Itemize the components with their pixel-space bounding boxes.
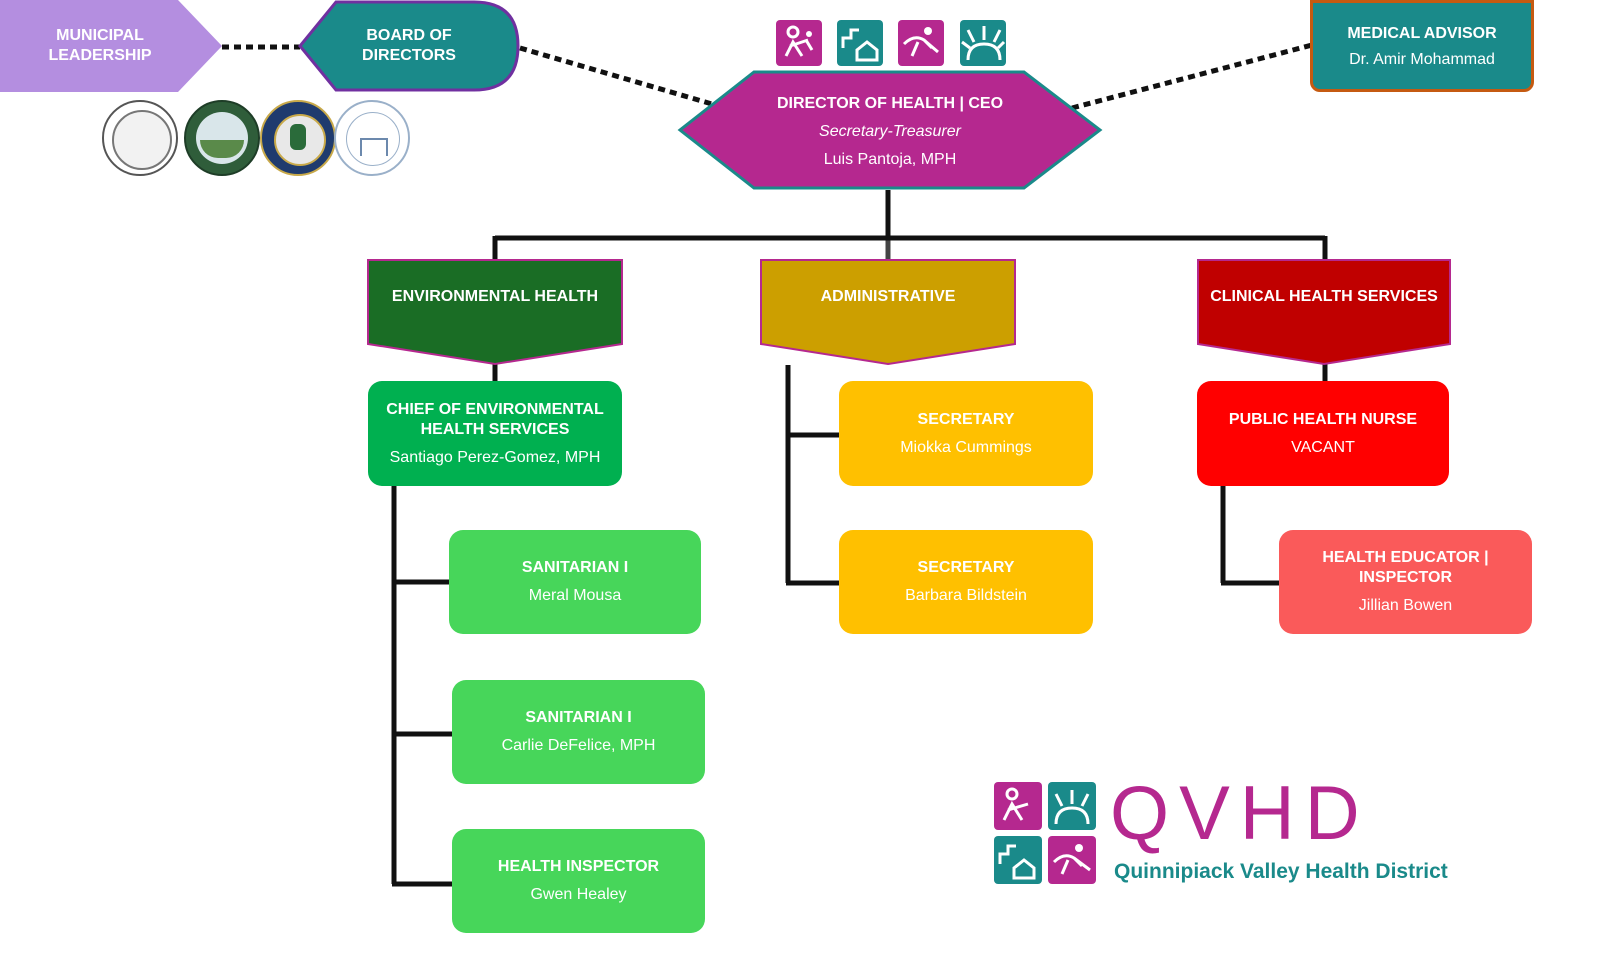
educator-line2: INSPECTOR bbox=[1358, 569, 1453, 586]
town-seal-bethany bbox=[102, 100, 178, 176]
dept-environmental-label: ENVIRONMENTAL HEALTH bbox=[391, 288, 599, 305]
runner-icon bbox=[898, 20, 944, 66]
secretary-1-title: SECRETARY bbox=[917, 410, 1015, 428]
medical-advisor-box: MEDICAL ADVISOR Dr. Amir Mohammad bbox=[1310, 0, 1534, 92]
family-icon bbox=[776, 20, 822, 66]
educator-name: Jillian Bowen bbox=[1358, 597, 1453, 614]
dept-clinical-label: CLINICAL HEALTH SERVICES bbox=[1210, 288, 1438, 305]
public-health-nurse-box: PUBLIC HEALTH NURSE VACANT bbox=[1197, 381, 1449, 486]
inspector-name: Gwen Healey bbox=[530, 886, 627, 903]
medical-title: MEDICAL ADVISOR bbox=[1347, 24, 1497, 42]
director-subtitle: Secretary-Treasurer bbox=[819, 123, 961, 140]
sanitarian-2-title: SANITARIAN I bbox=[525, 709, 632, 726]
sanitarian-1-title: SANITARIAN I bbox=[521, 559, 629, 576]
sanitarian-2-name: Carlie DeFelice, MPH bbox=[501, 737, 656, 754]
town-seal-north-haven bbox=[260, 100, 336, 176]
house-steps-icon bbox=[837, 20, 883, 66]
sunrise-icon bbox=[960, 20, 1006, 66]
dept-clinical-health-services: CLINICAL HEALTH SERVICES bbox=[1196, 258, 1452, 366]
logo-runner-icon bbox=[1048, 836, 1096, 884]
board-of-directors-box: BOARD OF DIRECTORS bbox=[296, 0, 522, 92]
board-line2: DIRECTORS bbox=[362, 47, 456, 64]
chief-name: Santiago Perez-Gomez, MPH bbox=[389, 448, 601, 466]
dept-environmental-health: ENVIRONMENTAL HEALTH bbox=[366, 258, 624, 366]
secretary-2-name: Barbara Bildstein bbox=[905, 587, 1027, 604]
sanitarian-2-box: SANITARIAN I Carlie DeFelice, MPH bbox=[452, 680, 705, 784]
secretary-1-name: Miokka Cummings bbox=[900, 438, 1032, 456]
logo-full-name: Quinnipiack Valley Health District bbox=[1114, 860, 1448, 883]
municipal-line1: MUNICIPAL bbox=[56, 27, 144, 44]
logo-family-icon bbox=[994, 782, 1042, 830]
medical-name: Dr. Amir Mohammad bbox=[1349, 50, 1495, 68]
sanitarian-1-box: SANITARIAN I Meral Mousa bbox=[449, 530, 701, 634]
health-educator-box: HEALTH EDUCATOR | INSPECTOR Jillian Bowe… bbox=[1279, 530, 1532, 634]
logo-sunrise-icon bbox=[1048, 782, 1096, 830]
logo-house-steps-icon bbox=[994, 836, 1042, 884]
director-title: DIRECTOR OF HEALTH | CEO bbox=[776, 95, 1004, 112]
nurse-title: PUBLIC HEALTH NURSE bbox=[1228, 410, 1418, 428]
educator-line1: HEALTH EDUCATOR | bbox=[1322, 549, 1489, 566]
chief-line2: HEALTH SERVICES bbox=[420, 420, 570, 438]
secretary-2-box: SECRETARY Barbara Bildstein bbox=[839, 530, 1093, 634]
health-inspector-box: HEALTH INSPECTOR Gwen Healey bbox=[452, 829, 705, 933]
sanitarian-1-name: Meral Mousa bbox=[528, 587, 622, 604]
dept-administrative-label: ADMINISTRATIVE bbox=[820, 288, 956, 305]
inspector-title: HEALTH INSPECTOR bbox=[497, 858, 660, 875]
town-seal-wallingford bbox=[334, 100, 410, 176]
logo-acronym: QVHD bbox=[1110, 771, 1370, 856]
secretary-1-box: SECRETARY Miokka Cummings bbox=[839, 381, 1093, 486]
qvhd-logo: QVHD Quinnipiack Valley Health District bbox=[994, 776, 1464, 892]
secretary-2-title: SECRETARY bbox=[917, 559, 1015, 576]
director-box: DIRECTOR OF HEALTH | CEO Secretary-Treas… bbox=[676, 70, 1104, 190]
municipal-line2: LEADERSHIP bbox=[48, 47, 152, 64]
chief-env-box: CHIEF OF ENVIRONMENTAL HEALTH SERVICES S… bbox=[368, 381, 622, 486]
municipal-leadership-box: MUNICIPAL LEADERSHIP bbox=[0, 0, 224, 92]
board-line1: BOARD OF bbox=[366, 27, 452, 44]
nurse-name: VACANT bbox=[1291, 438, 1355, 456]
town-seal-hamden bbox=[184, 100, 260, 176]
director-name: Luis Pantoja, MPH bbox=[823, 151, 957, 168]
chief-line1: CHIEF OF ENVIRONMENTAL bbox=[386, 400, 604, 418]
dept-administrative: ADMINISTRATIVE bbox=[759, 258, 1017, 366]
